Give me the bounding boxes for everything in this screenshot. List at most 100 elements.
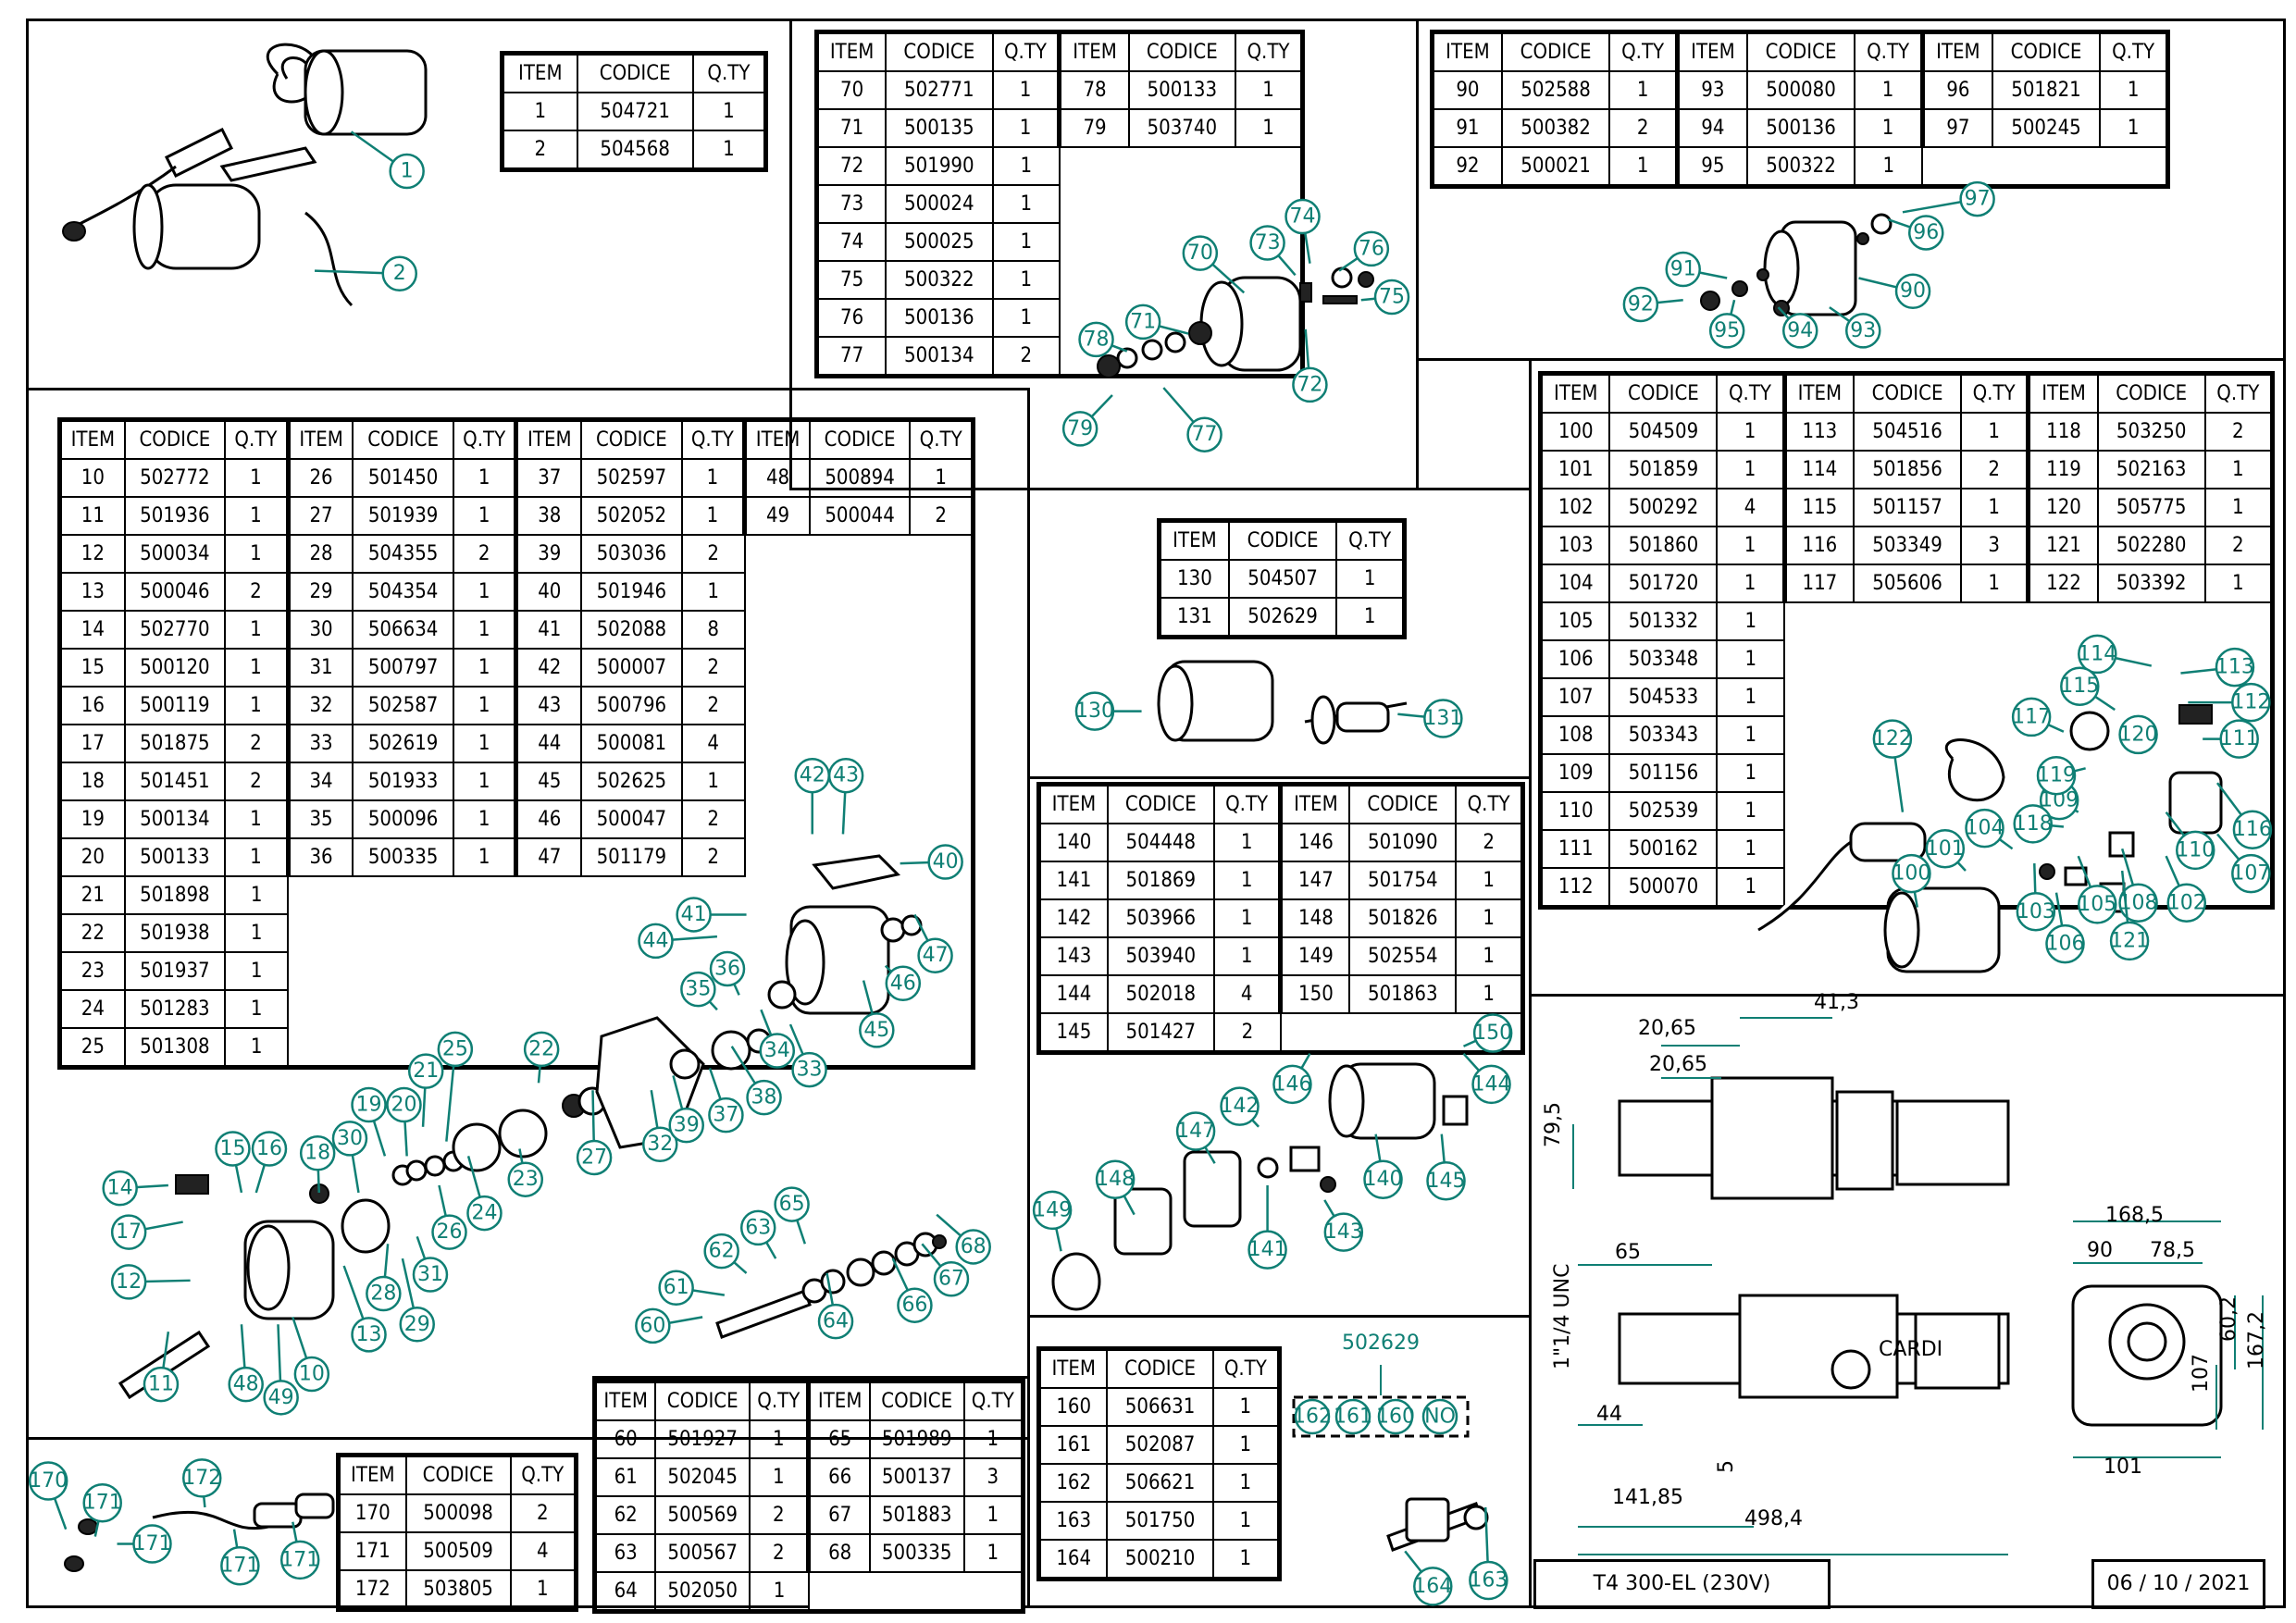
- empty-cell: [744, 573, 810, 611]
- callout-38: 38: [746, 1079, 782, 1116]
- table-cell: 48: [742, 458, 811, 498]
- table-cell: 506621: [1106, 1463, 1214, 1503]
- empty-cell: [515, 914, 582, 952]
- empty-cell: [744, 611, 810, 649]
- svg-text:171: 171: [220, 1555, 259, 1578]
- table-cell: 500796: [580, 686, 683, 725]
- table-cell: 1: [452, 458, 517, 498]
- table-cell: 503805: [404, 1569, 512, 1611]
- callout-20: 20: [386, 1086, 422, 1123]
- housing-130-illustration: [1157, 660, 1408, 745]
- table-cell: 97: [1919, 108, 1993, 148]
- callout-95: 95: [1708, 313, 1745, 349]
- dimension-d1: 20,65: [1638, 1017, 1696, 1040]
- callout-27: 27: [576, 1139, 613, 1176]
- dimension-d12: 90: [2087, 1239, 2113, 1262]
- svg-text:120: 120: [2119, 723, 2158, 746]
- empty-cell: [1922, 147, 1992, 187]
- svg-text:102: 102: [2167, 891, 2206, 914]
- svg-text:110: 110: [2176, 838, 2215, 861]
- table-cell: 1: [2203, 450, 2274, 489]
- table-cell: 2: [1959, 450, 2029, 489]
- column-header-code: CODICE: [885, 31, 994, 72]
- callout-19: 19: [351, 1086, 387, 1123]
- callout-103: 103: [2016, 892, 2056, 932]
- model-title: T4 300-EL (230V): [1533, 1559, 1831, 1609]
- dimension-d9: 141,85: [1612, 1486, 1683, 1509]
- table-cell: 1: [1716, 526, 1786, 565]
- table-cell: 500509: [404, 1531, 512, 1571]
- callout-142: 142: [1220, 1086, 1260, 1126]
- table-cell: 1: [1716, 639, 1786, 679]
- svg-text:146: 146: [1272, 1072, 1311, 1096]
- svg-text:19: 19: [356, 1094, 382, 1117]
- panel-dimensions: [1529, 994, 2286, 1608]
- svg-text:170: 170: [29, 1469, 68, 1493]
- table-cell: 1: [1959, 564, 2029, 603]
- svg-text:131: 131: [1423, 707, 1462, 730]
- table-cell: 64: [593, 1571, 657, 1613]
- table-cell: 170: [337, 1493, 407, 1533]
- empty-cell: [581, 990, 682, 1028]
- callout-111: 111: [2219, 719, 2259, 759]
- table-cell: 506631: [1106, 1387, 1214, 1427]
- table-cell: 26: [285, 458, 354, 498]
- table-cell: 500047: [580, 799, 683, 839]
- table-cell: 501863: [1348, 974, 1458, 1014]
- table-cell: 504533: [1608, 677, 1719, 717]
- table-cell: 500136: [885, 298, 994, 338]
- table-cell: 2: [1212, 1012, 1282, 1054]
- table-cell: 500098: [404, 1493, 512, 1533]
- column-header-qty: Q.TY: [962, 1380, 1024, 1421]
- column-header-item: ITEM: [1057, 31, 1130, 72]
- svg-text:172: 172: [182, 1467, 221, 1490]
- table-cell: 1: [1716, 450, 1786, 489]
- table-cell: 160: [1037, 1387, 1109, 1427]
- svg-text:111: 111: [2220, 727, 2259, 750]
- svg-text:45: 45: [863, 1019, 889, 1042]
- table-cell: 502772: [123, 458, 227, 498]
- callout-1: 1: [389, 153, 425, 190]
- table-cell: 46: [514, 799, 583, 839]
- empty-cell: [453, 876, 516, 914]
- table-cell: 1: [1716, 753, 1786, 793]
- empty-cell: [453, 952, 516, 990]
- table-cell: 120: [2026, 488, 2099, 527]
- empty-cell: [1854, 640, 1961, 678]
- table-cell: 501883: [868, 1495, 965, 1535]
- svg-text:66: 66: [901, 1294, 927, 1317]
- svg-text:61: 61: [664, 1276, 689, 1299]
- table-cell: 141: [1037, 861, 1109, 900]
- svg-text:142: 142: [1221, 1095, 1260, 1118]
- table-cell: 502770: [123, 610, 227, 650]
- callout-47: 47: [917, 937, 953, 973]
- callout-43: 43: [827, 757, 864, 794]
- empty-cell: [353, 876, 453, 914]
- column-header-qty: Q.TY: [224, 418, 290, 460]
- table-cell: 502018: [1106, 974, 1215, 1014]
- callout-78: 78: [1078, 321, 1114, 358]
- table-cell: 33: [285, 724, 354, 763]
- table-cell: 1: [991, 146, 1061, 186]
- column-header-item: ITEM: [1674, 31, 1748, 72]
- svg-text:22: 22: [528, 1037, 554, 1060]
- table-cell: 502052: [580, 496, 683, 536]
- table-cell: 500070: [1608, 867, 1719, 909]
- kit-code: 502629: [1342, 1332, 1420, 1355]
- table-cell: 1: [1959, 412, 2029, 452]
- svg-text:90: 90: [1900, 279, 1926, 303]
- column-header-item: ITEM: [1158, 519, 1230, 561]
- table-cell: 29: [285, 572, 354, 612]
- table-cell: 501937: [123, 951, 227, 991]
- table-cell: 500136: [1745, 108, 1856, 148]
